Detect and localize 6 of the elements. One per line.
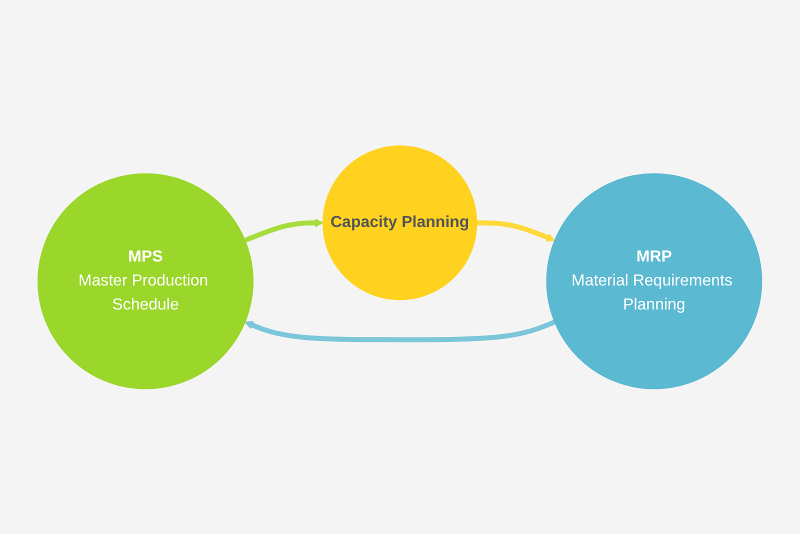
arrow bbox=[244, 319, 556, 342]
arrow bbox=[476, 220, 556, 242]
arrow bbox=[244, 218, 324, 242]
node-circle: MPS Master Production Schedule bbox=[38, 172, 254, 389]
node-circle: Capacity Planning bbox=[322, 145, 478, 300]
node-circle: MRP Material Requirements Planning bbox=[546, 172, 762, 389]
